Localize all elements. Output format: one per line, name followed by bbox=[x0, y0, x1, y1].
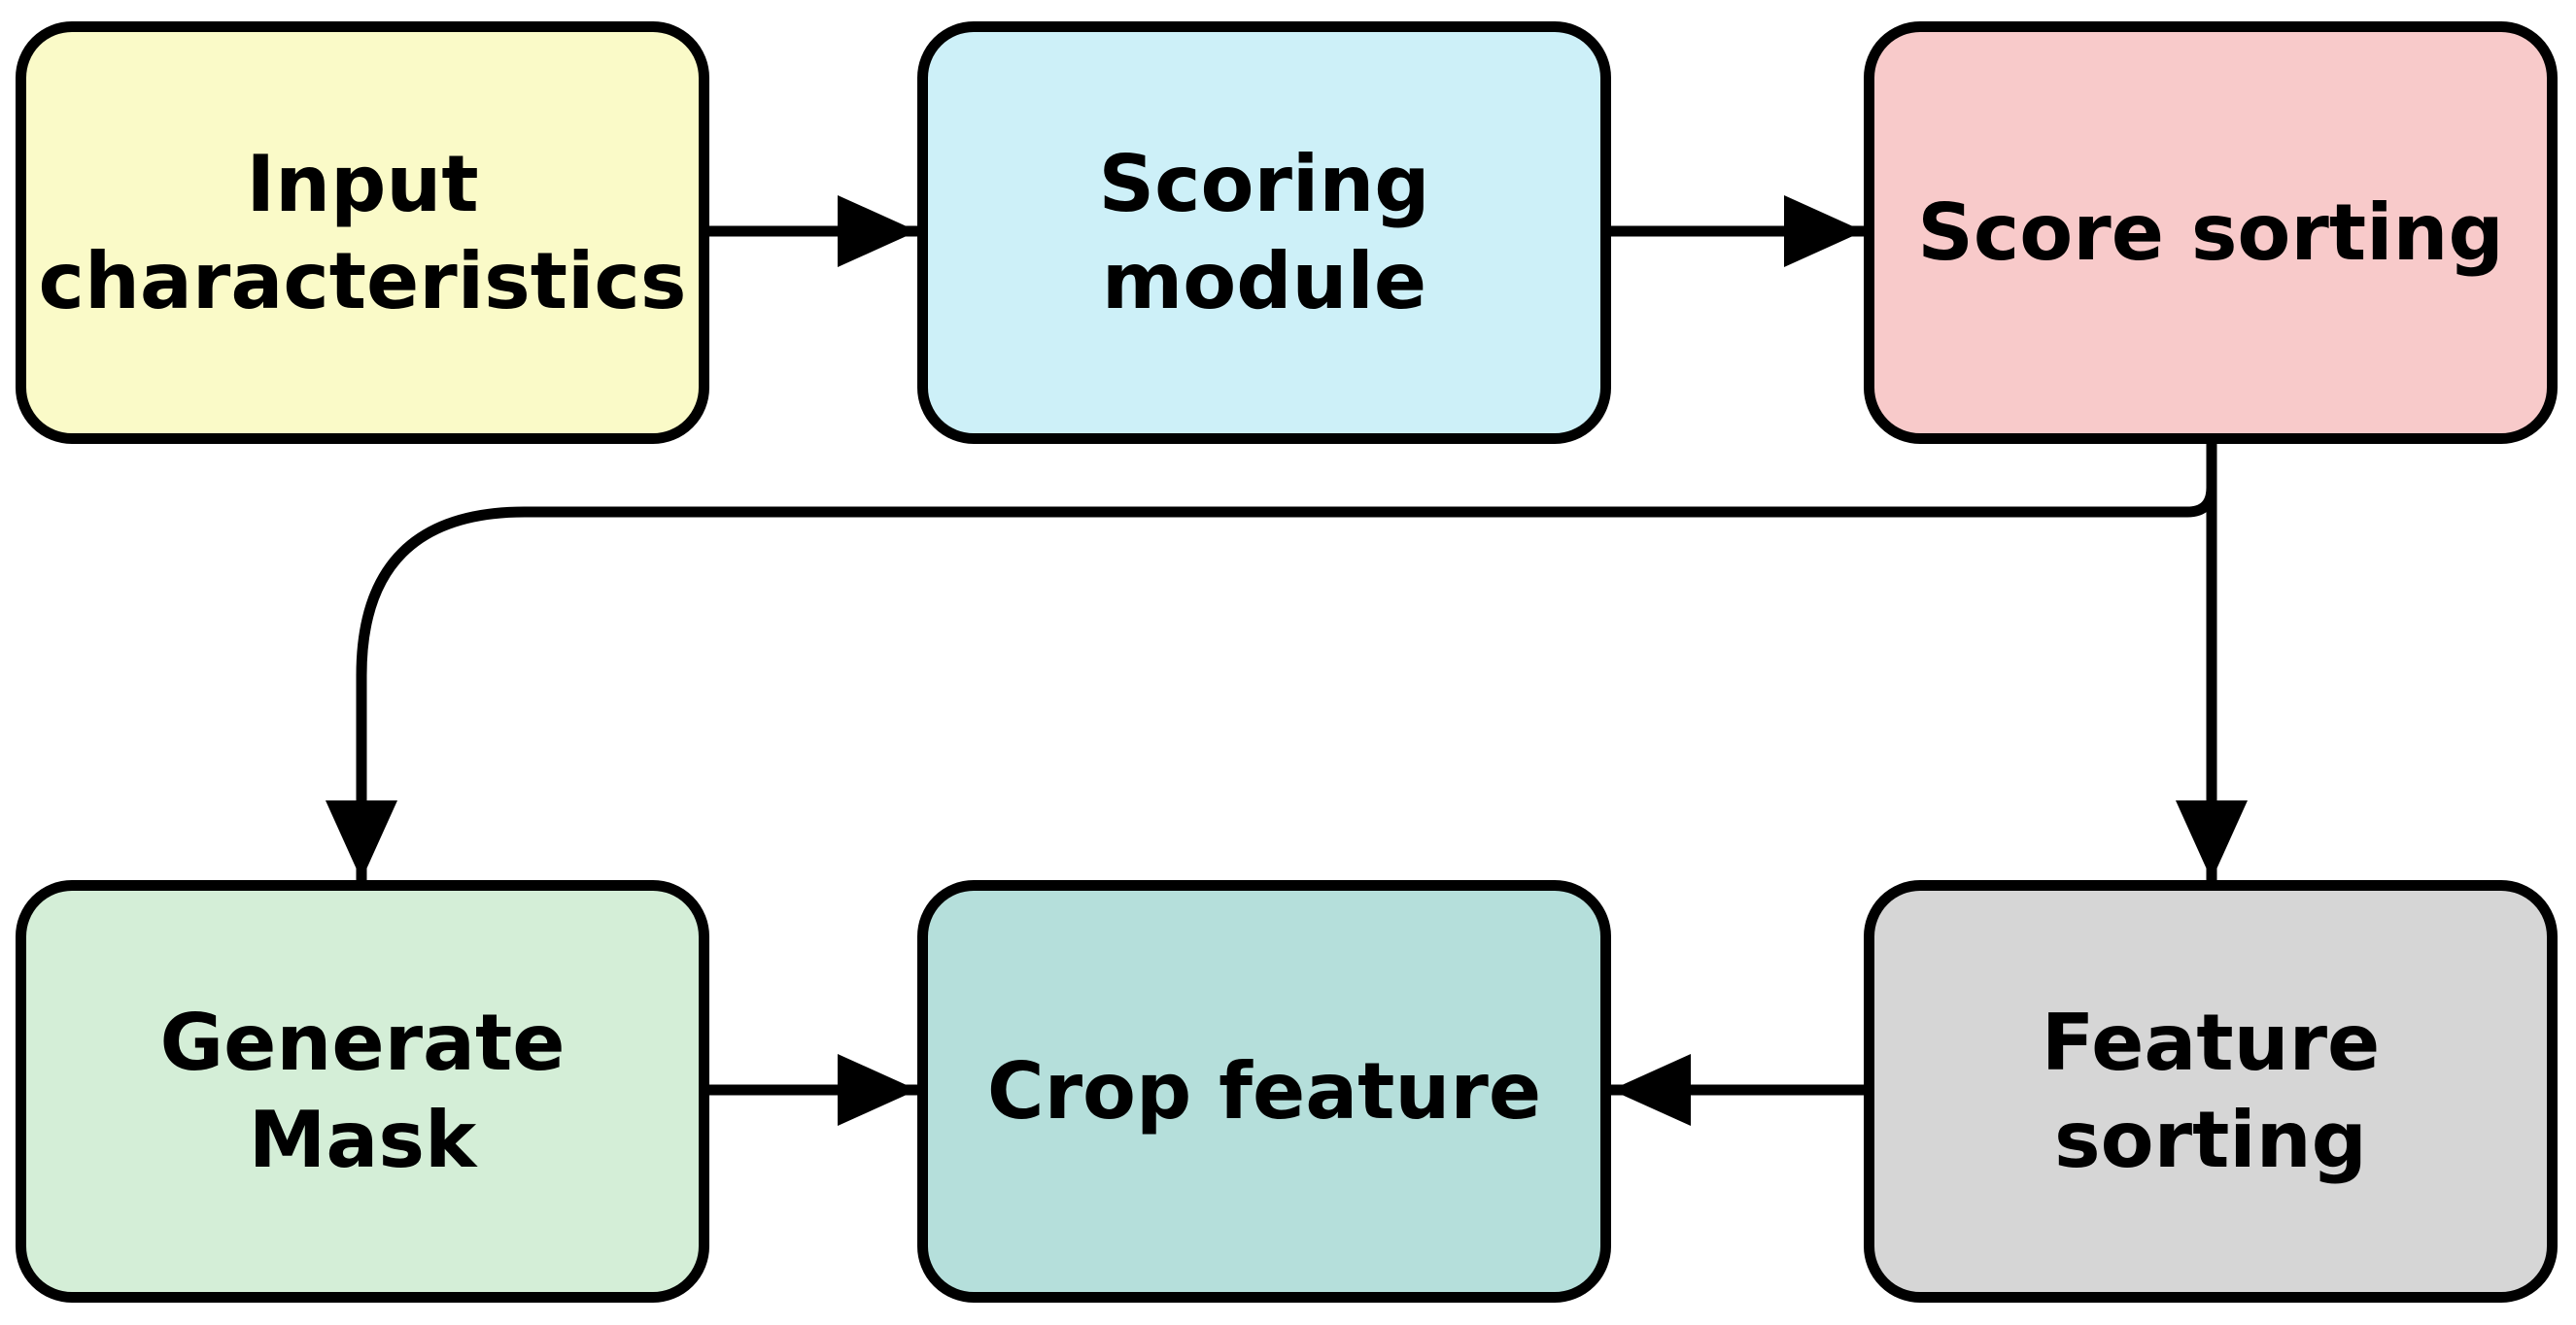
crop-feature-label: Crop feature bbox=[986, 1045, 1542, 1137]
feature-sorting-node: Feature sorting bbox=[1864, 880, 2558, 1303]
score-sorting-label: Score sorting bbox=[1917, 187, 2504, 278]
generate-mask-label: Generate Mask bbox=[159, 997, 566, 1185]
score-sorting-node: Score sorting bbox=[1864, 21, 2558, 444]
input-characteristics-label: Input characteristics bbox=[38, 138, 687, 326]
input-characteristics-node: Input characteristics bbox=[16, 21, 709, 444]
feature-sorting-label: Feature sorting bbox=[2041, 997, 2381, 1185]
scoring-module-label: Scoring module bbox=[1098, 138, 1430, 326]
generate-mask-node: Generate Mask bbox=[16, 880, 709, 1303]
crop-feature-node: Crop feature bbox=[917, 880, 1611, 1303]
edge-score-sorting-to-generate-mask bbox=[326, 444, 2217, 880]
scoring-module-node: Scoring module bbox=[917, 21, 1611, 444]
